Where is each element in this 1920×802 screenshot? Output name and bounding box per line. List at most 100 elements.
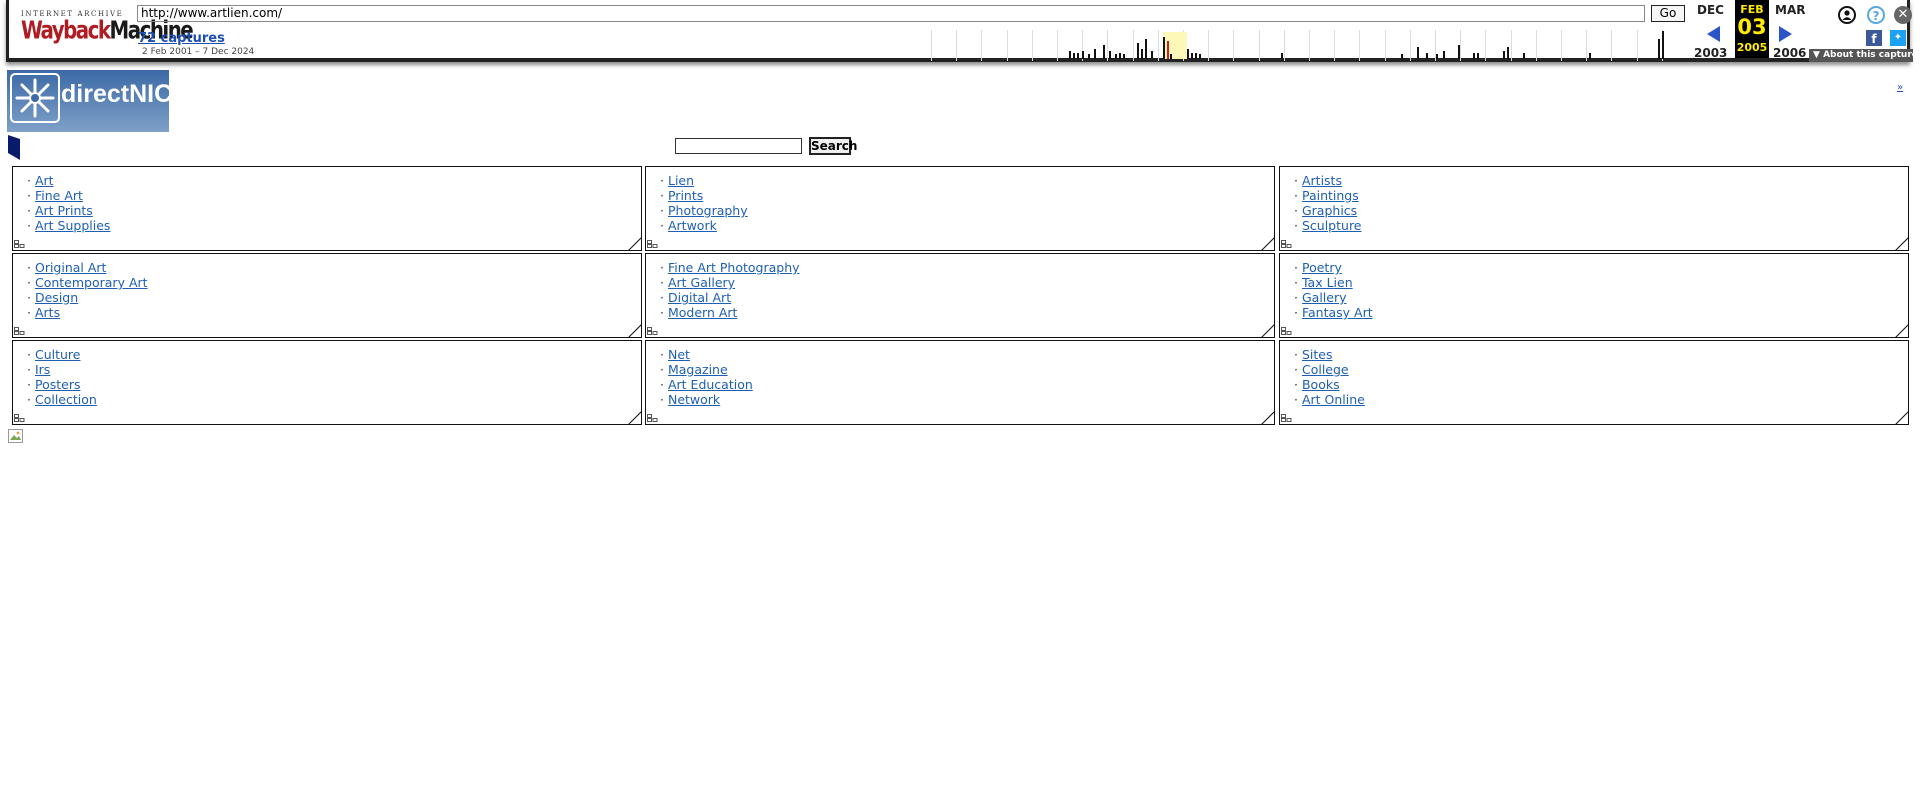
keyword-link[interactable]: Original Art [34, 260, 107, 275]
link-list: ·Sites·College·Books·Art Online [1280, 341, 1908, 407]
year-column [981, 30, 982, 61]
corner-fold-icon [1895, 237, 1909, 251]
prev-month-label[interactable]: DEC [1697, 3, 1724, 17]
capture-sparkline[interactable] [931, 30, 1687, 61]
directnic-badge-icon [10, 73, 60, 123]
year-column [1284, 30, 1285, 61]
current-capture-marker [1167, 41, 1169, 59]
capture-bar [1170, 54, 1172, 59]
keyword-link[interactable]: Posters [34, 377, 81, 392]
list-item: ·Photography [660, 203, 1274, 218]
keyword-link[interactable]: Art [34, 173, 54, 188]
corner-fold-icon [628, 411, 642, 425]
keyword-link[interactable]: Paintings [1301, 188, 1359, 203]
keyword-link[interactable]: Graphics [1301, 203, 1358, 218]
link-box: ·Original Art·Contemporary Art·Design·Ar… [12, 253, 642, 338]
keyword-link[interactable]: Fine Art Photography [667, 260, 800, 275]
link-list: ·Art·Fine Art·Art Prints·Art Supplies [13, 167, 641, 233]
keyword-link[interactable]: Books [1301, 377, 1340, 392]
twitter-icon[interactable]: ✦ [1890, 30, 1906, 46]
keyword-link[interactable]: Art Supplies [34, 218, 111, 233]
keyword-link[interactable]: Net [667, 347, 690, 362]
keyword-link[interactable]: Magazine [667, 362, 728, 377]
user-icon[interactable] [1838, 6, 1856, 24]
keyword-link[interactable]: Art Online [1301, 392, 1365, 407]
capture-bar [1141, 49, 1143, 59]
keyword-link[interactable]: Art Gallery [667, 275, 736, 290]
box-handle-icon [647, 414, 658, 422]
keyword-link[interactable]: Arts [34, 305, 61, 320]
keyword-link[interactable]: Art Education [667, 377, 753, 392]
next-year-label[interactable]: 2006 [1773, 46, 1807, 60]
keyword-link[interactable]: Poetry [1301, 260, 1342, 275]
keyword-link[interactable]: Art Prints [34, 203, 93, 218]
keyword-link[interactable]: Fine Art [34, 188, 83, 203]
capture-bar [1436, 54, 1438, 59]
list-item: ·Network [660, 392, 1274, 407]
keyword-link[interactable]: Prints [667, 188, 704, 203]
keyword-link[interactable]: Sculpture [1301, 218, 1362, 233]
keyword-link[interactable]: Irs [34, 362, 51, 377]
corner-link[interactable]: » [1897, 82, 1904, 93]
wayback-url-input[interactable]: http://www.artlien.com/ [137, 5, 1645, 22]
prev-year-label[interactable]: 2003 [1694, 46, 1728, 60]
go-button[interactable]: Go [1651, 5, 1685, 22]
keyword-link[interactable]: Modern Art [667, 305, 738, 320]
wayback-toolbar: INTERNET ARCHIVE WaybackMachine http://w… [6, 0, 1918, 62]
list-item: ·Art Education [660, 377, 1274, 392]
keyword-link[interactable]: Artwork [667, 218, 717, 233]
list-item: ·Poetry [1294, 260, 1908, 275]
keyword-link[interactable]: Lien [667, 173, 695, 188]
link-list: ·Culture·Irs·Posters·Collection [13, 341, 641, 407]
next-month-label[interactable]: MAR [1775, 3, 1806, 17]
wayback-logo[interactable]: INTERNET ARCHIVE WaybackMachine [21, 10, 194, 50]
close-icon[interactable]: ✕ [1894, 6, 1912, 24]
capture-bar [1069, 51, 1071, 59]
keyword-link[interactable]: Sites [1301, 347, 1333, 362]
bullet: · [1294, 305, 1298, 320]
list-item: ·Books [1294, 377, 1908, 392]
keyword-link[interactable]: Photography [667, 203, 748, 218]
bullet: · [27, 392, 31, 407]
keyword-link[interactable]: College [1301, 362, 1349, 377]
directnic-wordmark: directNIC [61, 80, 173, 108]
year-column [1032, 30, 1033, 61]
keyword-link[interactable]: Tax Lien [1301, 275, 1353, 290]
keyword-link[interactable]: Contemporary Art [34, 275, 148, 290]
keyword-link[interactable]: Culture [34, 347, 81, 362]
directnic-logo[interactable]: directNIC [7, 70, 173, 132]
list-item: ·Graphics [1294, 203, 1908, 218]
keyword-link[interactable]: Gallery [1301, 290, 1347, 305]
keyword-link[interactable]: Artists [1301, 173, 1342, 188]
prev-capture-arrow-icon[interactable] [1707, 26, 1720, 42]
list-item: ·Digital Art [660, 290, 1274, 305]
help-icon[interactable]: ? [1867, 6, 1885, 24]
keyword-link[interactable]: Design [34, 290, 79, 305]
capture-bar [1151, 51, 1153, 59]
facebook-icon[interactable]: f [1866, 30, 1882, 46]
capture-bar [1191, 53, 1193, 59]
capture-bar [1658, 39, 1660, 59]
flag-icon [8, 135, 20, 160]
keyword-link[interactable]: Fantasy Art [1301, 305, 1373, 320]
search-button[interactable]: Search [809, 137, 858, 155]
about-capture-button[interactable]: ▼ About this capture [1809, 49, 1918, 62]
box-handle-icon [1281, 240, 1292, 248]
next-capture-arrow-icon[interactable] [1779, 26, 1792, 42]
list-item: ·College [1294, 362, 1908, 377]
bullet: · [660, 203, 664, 218]
keyword-link[interactable]: Collection [34, 392, 97, 407]
list-item: ·Fine Art Photography [660, 260, 1274, 275]
bullet: · [1294, 275, 1298, 290]
bullet: · [660, 362, 664, 377]
keyword-link[interactable]: Digital Art [667, 290, 732, 305]
list-item: ·Prints [660, 188, 1274, 203]
year-column [1485, 30, 1486, 61]
captures-link[interactable]: 72 captures [138, 31, 225, 46]
year-column [1611, 30, 1612, 61]
search-input[interactable] [675, 138, 802, 154]
keyword-link[interactable]: Network [667, 392, 721, 407]
bullet: · [1294, 392, 1298, 407]
list-item: ·Fantasy Art [1294, 305, 1908, 320]
box-handle-icon [647, 327, 658, 335]
